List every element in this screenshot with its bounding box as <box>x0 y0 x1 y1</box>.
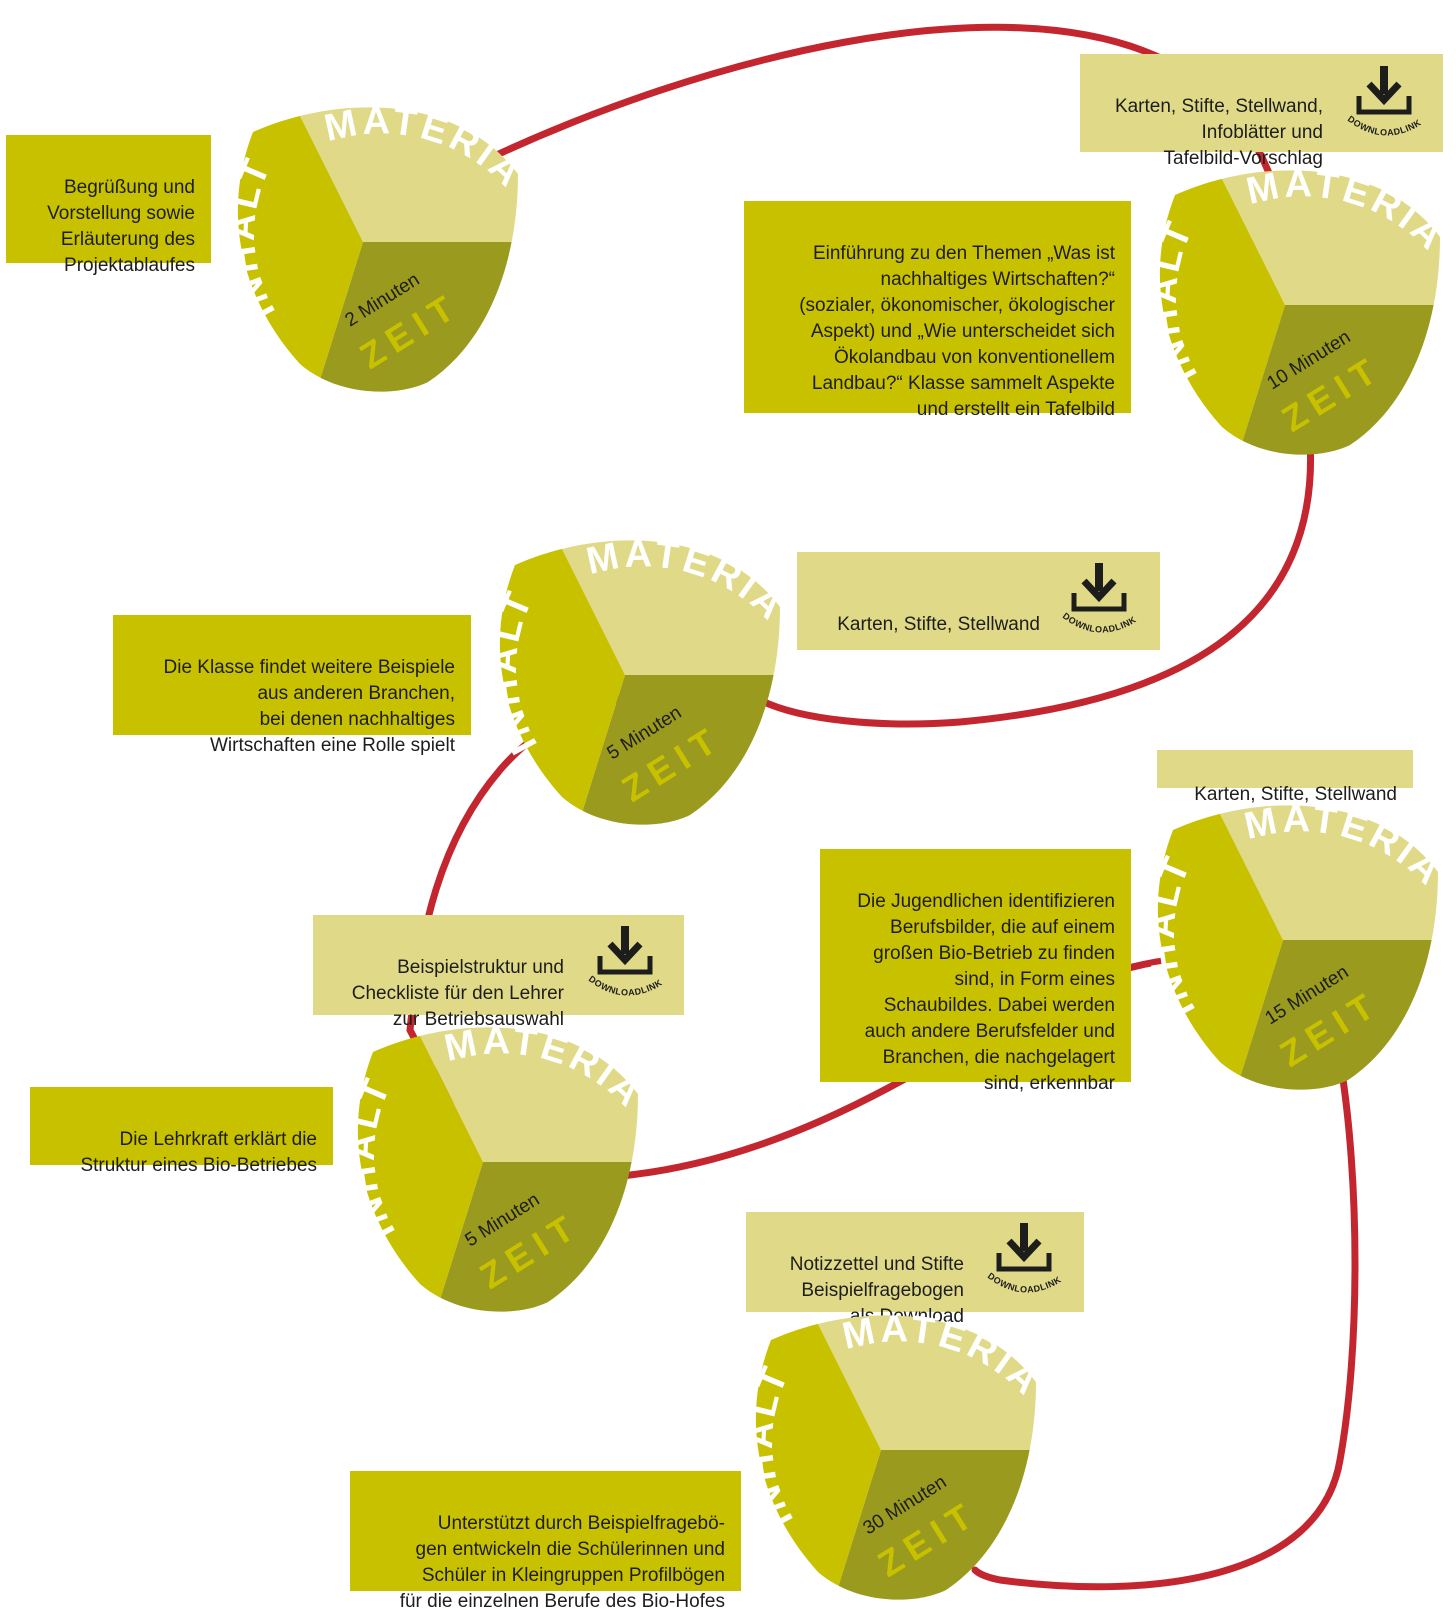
step-2-download-icon[interactable]: DOWNLOADLINK <box>1345 60 1435 150</box>
step-3-material-text: Karten, Stifte, Stellwand <box>837 614 1040 635</box>
step-4-inhalt-box: Die Lehrkraft erklärt die Struktur eines… <box>30 1087 333 1176</box>
material-segment <box>555 540 780 675</box>
download-label: DOWNLOADLINK <box>1061 611 1138 635</box>
step-6-download-icon[interactable]: DOWNLOADLINK <box>985 1217 1075 1307</box>
step-3-inhalt-box: Die Klasse findet weitere Beispiele aus … <box>113 615 471 756</box>
step-4-download-icon[interactable]: DOWNLOADLINK <box>586 920 676 1010</box>
step-2-inhalt-box: Einführung zu den Themen „Was ist nachha… <box>744 201 1131 420</box>
step-3-download-icon[interactable]: DOWNLOADLINK <box>1060 557 1150 647</box>
step-6-inhalt-text: Unterstützt durch Beispielfragebö- gen e… <box>399 1513 725 1612</box>
material-segment <box>811 1315 1036 1450</box>
step-1-inhalt-text: Begrüßung und Vorstellung sowie Erläuter… <box>47 177 195 276</box>
download-label: DOWNLOADLINK <box>986 1271 1063 1295</box>
material-segment <box>1215 170 1440 305</box>
step-2-inhalt-text: Einführung zu den Themen „Was ist nachha… <box>799 243 1115 420</box>
material-segment <box>413 1027 638 1162</box>
step-2-material-text: Karten, Stifte, Stellwand, Infoblätter u… <box>1114 96 1323 169</box>
step-5-inhalt-box: Die Jugendlichen identifizieren Berufsbi… <box>820 849 1131 1094</box>
download-label: DOWNLOADLINK <box>1346 114 1423 138</box>
material-segment <box>293 107 518 242</box>
step-5-material-text: Karten, Stifte, Stellwand <box>1194 784 1397 805</box>
step-1-inhalt-box: Begrüßung und Vorstellung sowie Erläuter… <box>6 135 211 276</box>
step-4-material-text: Beispielstruktur und Checkliste für den … <box>351 957 564 1030</box>
material-segment <box>1213 805 1438 940</box>
step-5-material-box: Karten, Stifte, Stellwand <box>1157 750 1413 805</box>
step-4-inhalt-text: Die Lehrkraft erklärt die Struktur eines… <box>80 1129 317 1176</box>
step-6-material-text: Notizzettel und Stifte Beispielfrageboge… <box>789 1254 964 1327</box>
step-5-inhalt-text: Die Jugendlichen identifizieren Berufsbi… <box>857 891 1115 1094</box>
download-label: DOWNLOADLINK <box>587 974 664 998</box>
step-6-inhalt-box: Unterstützt durch Beispielfragebö- gen e… <box>350 1471 741 1612</box>
step-3-inhalt-text: Die Klasse findet weitere Beispiele aus … <box>163 657 456 756</box>
